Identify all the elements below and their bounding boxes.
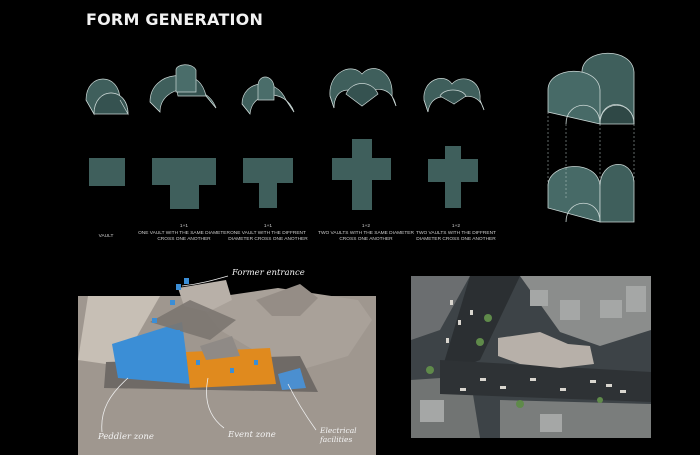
plan-vault [89, 158, 125, 186]
aerial-vault-roof [498, 332, 594, 368]
plan-cross-different [243, 158, 293, 208]
label-peddler-zone: Peddler zone [98, 432, 154, 442]
label-electrical-facilities: Electrical facilities [320, 426, 357, 444]
plan-two-vaults-different [428, 146, 478, 208]
label-event-zone: Event zone [228, 430, 276, 440]
caption-cross-different: 1+1 ONE VAULT WITH THE DIFFRENT DIAMETER… [228, 224, 308, 242]
vault-3d-4 [329, 68, 397, 109]
caption-vault: VAULT [98, 234, 114, 239]
plan-two-vaults-same [332, 139, 391, 210]
caption-two-vaults-same: 1+2 TWO VAULTS WITH THE SAME DIAMETER CR… [318, 224, 414, 242]
vault-3d-1 [85, 78, 129, 116]
caption-cross-same: 1+1 ONE VAULT WITH THE SAME DIAMETER CRO… [138, 224, 230, 242]
vault-3d-2 [149, 64, 217, 113]
annotation-lines [101, 275, 317, 433]
site-render [78, 278, 376, 455]
peddler-zone-area [112, 322, 190, 384]
vault-exploded-axonometric [547, 52, 635, 223]
aerial-photo [411, 276, 651, 438]
caption-two-vaults-different: 1+2 TWO VAULTS WITH THE DIFFRENT DIAMETE… [416, 224, 496, 242]
page-title: FORM GENERATION [86, 10, 264, 29]
electrical-area [278, 368, 306, 390]
vault-3d-3 [241, 76, 295, 115]
label-former-entrance: Former entrance [232, 268, 305, 278]
vault-3d-5 [423, 78, 485, 113]
plan-cross-same [152, 158, 216, 209]
exploded-guide-lines [547, 112, 635, 200]
